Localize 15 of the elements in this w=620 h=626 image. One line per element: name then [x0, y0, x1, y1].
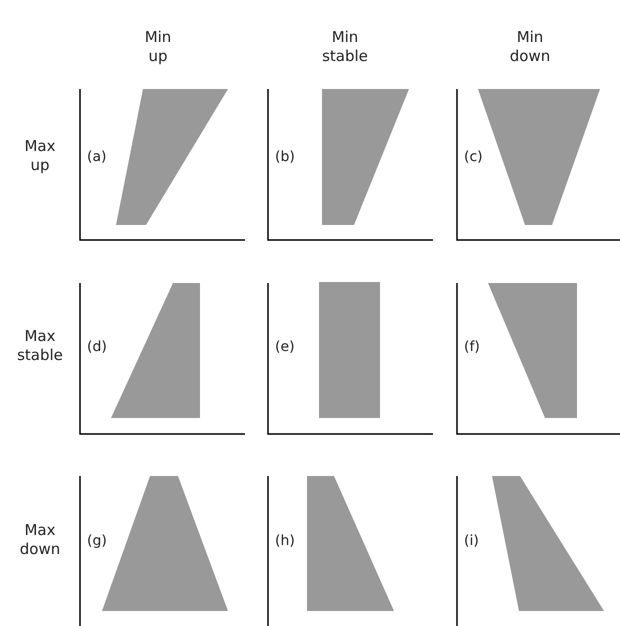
row-heading: Max up: [23, 137, 56, 175]
panel-letter: (a): [87, 148, 107, 167]
row-heading: Max down: [18, 521, 62, 559]
panel-letter: (g): [87, 532, 107, 551]
panel-letter: (f): [464, 338, 480, 357]
panel-letter: (c): [464, 148, 483, 167]
column-heading: Min down: [508, 28, 552, 66]
column-heading: Min stable: [321, 28, 369, 66]
panel-letter: (e): [275, 338, 295, 357]
panel-letter: (b): [275, 148, 295, 167]
panel-letter: (i): [464, 532, 479, 551]
column-heading: Min up: [144, 28, 172, 66]
row-heading: Max stable: [16, 327, 64, 365]
panel-letter: (h): [275, 532, 295, 551]
panel-letter: (d): [87, 338, 107, 357]
